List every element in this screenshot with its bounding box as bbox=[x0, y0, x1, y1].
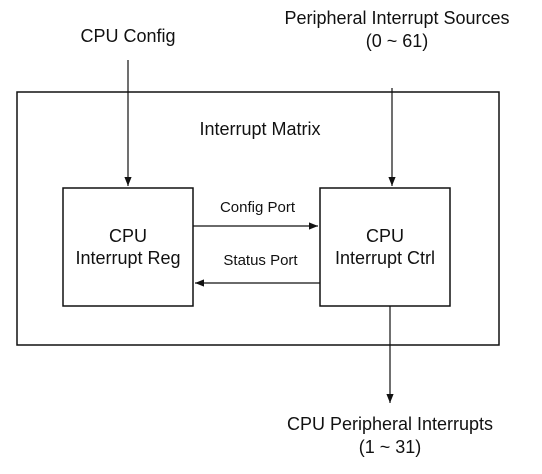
cpu-interrupt-ctrl-box bbox=[319, 187, 451, 307]
interrupt-matrix-box bbox=[16, 91, 500, 346]
status-port-label: Status Port bbox=[223, 252, 298, 269]
cpu-config-label: CPU Config bbox=[80, 26, 176, 46]
cpu-interrupt-reg-box bbox=[62, 187, 194, 307]
cpu-peripheral-interrupts-line2: (1 ~ 31) bbox=[358, 437, 422, 457]
peripheral-sources-label-line1: Peripheral Interrupt Sources bbox=[284, 8, 510, 28]
peripheral-sources-label-line2: (0 ~ 61) bbox=[365, 31, 429, 51]
cpu-peripheral-interrupts-line1: CPU Peripheral Interrupts bbox=[286, 414, 494, 434]
cpu-interrupt-ctrl-line1: CPU bbox=[365, 226, 404, 246]
config-port-label: Config Port bbox=[219, 199, 296, 216]
interrupt-matrix-label: Interrupt Matrix bbox=[199, 119, 321, 139]
cpu-interrupt-reg-line1: CPU bbox=[108, 226, 147, 246]
cpu-interrupt-ctrl-line2: Interrupt Ctrl bbox=[334, 248, 436, 268]
cpu-interrupt-reg-line2: Interrupt Reg bbox=[75, 248, 181, 268]
